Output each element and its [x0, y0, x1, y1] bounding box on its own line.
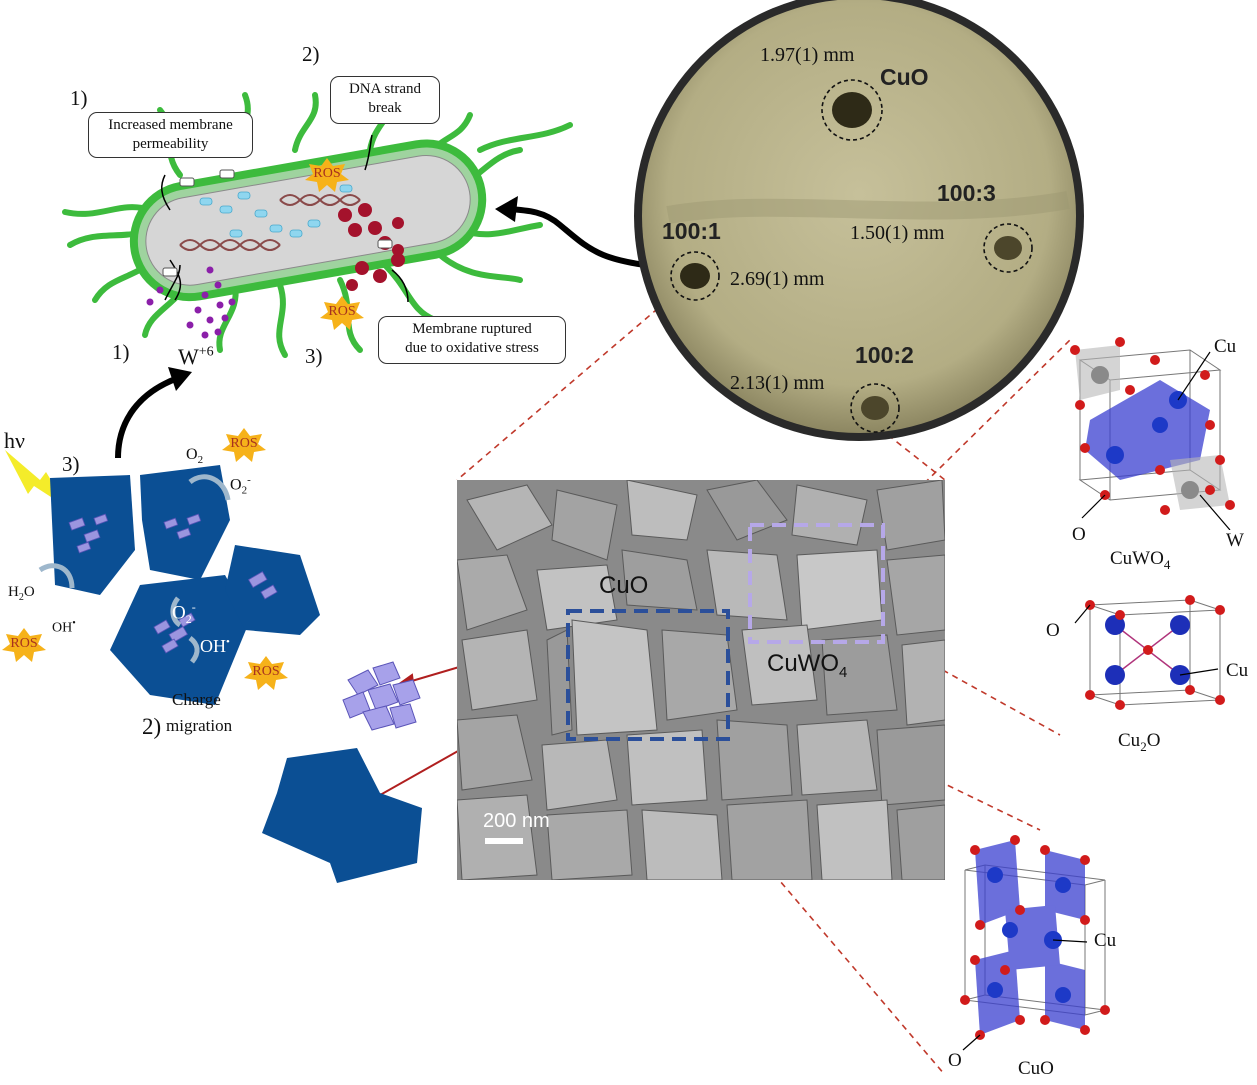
sem-texture	[457, 480, 945, 880]
plate-100-2-label: 100:2	[855, 342, 914, 368]
plate-100-1-label: 100:1	[662, 218, 721, 244]
photo-step-3: 3)	[62, 452, 80, 476]
cu2o-name-b: O	[1146, 730, 1161, 751]
o2-radical-label: O2-	[230, 474, 251, 497]
o2-label: O2	[186, 446, 203, 466]
sem-cuo-label: CuO	[599, 572, 649, 599]
ros-text: ROS	[252, 664, 280, 679]
cuwo4-name-base: CuWO	[1110, 548, 1164, 569]
cuo-crystal-structure	[960, 835, 1110, 1051]
oh-radical-label-inner: OH•	[200, 636, 230, 657]
o2-radical-base: O	[230, 476, 242, 494]
callout-dna-line2: break	[368, 100, 402, 116]
cu2o-crystal-structure	[1074, 595, 1225, 710]
cuwo4-name-sub: 4	[1163, 556, 1171, 572]
hv-label: hν	[4, 428, 25, 453]
callout-membrane-line2: due to oxidative stress	[405, 340, 539, 356]
o2-radical-label-inner: O2-	[172, 600, 196, 627]
plate-cuo-label: CuO	[880, 64, 929, 90]
cuwo4-o-label: O	[1072, 524, 1086, 545]
ros-icon: ROS	[305, 158, 349, 192]
o2-radical-sup: -	[247, 474, 251, 486]
step-label-1-top: 1)	[70, 86, 88, 110]
o2-base: O	[186, 446, 198, 463]
sem-scale-bar-label: 200 nm	[483, 810, 550, 832]
plate-100-3-mm: 1.50(1) mm	[850, 222, 945, 244]
callout-dna-strand-break: DNA strand break	[330, 76, 440, 124]
ros-icon: ROS	[2, 628, 46, 662]
oh-inner-sup: •	[226, 636, 230, 648]
h2o-sub: 2	[18, 592, 24, 603]
ros-text: ROS	[230, 436, 258, 451]
plate-100-3-label: 100:3	[937, 180, 996, 206]
cu2o-cu-label: Cu	[1226, 660, 1249, 681]
migration-label: migration	[166, 716, 233, 735]
cu2o-name-a: Cu	[1118, 730, 1141, 751]
callout-dna-line1: DNA strand	[348, 81, 422, 97]
oh-inner-base: OH	[200, 636, 226, 656]
callout-membrane-line1: Membrane ruptured	[412, 321, 532, 337]
callout-membrane-ruptured: Membrane ruptured due to oxidative stres…	[378, 316, 566, 364]
tungsten-ion-base: W	[178, 344, 199, 369]
oh-base: OH	[52, 620, 73, 636]
cu2o-name-sub: 2	[1140, 738, 1147, 754]
callout-permeability-line1: Increased membrane	[108, 117, 233, 133]
h2o-base: H	[8, 584, 19, 600]
cuwo4-cu-label: Cu	[1214, 336, 1237, 357]
cuwo4-w-label: W	[1226, 530, 1244, 551]
ros-text: ROS	[328, 304, 356, 319]
cu2o-o-label: O	[1046, 620, 1060, 641]
callout-increased-permeability: Increased membrane permeability	[88, 112, 253, 158]
sem-cuwo4-base: CuWO	[767, 650, 839, 677]
o2-radical-inner-sup: -	[191, 600, 196, 614]
o2-sub: 2	[197, 454, 204, 467]
cuo-name: CuO	[1018, 1058, 1054, 1079]
o2-radical-inner-base: O	[172, 602, 186, 624]
sem-micrograph: CuO CuWO4 200 nm	[457, 480, 945, 880]
h2o-label: H2O	[8, 584, 35, 603]
tungsten-ion-charge: +6	[198, 344, 214, 360]
sem-cuwo4-sub: 4	[839, 663, 848, 681]
agar-plate	[634, 0, 1084, 441]
sem-cuwo4-label: CuWO4	[767, 650, 847, 681]
cuwo4-name: CuWO4	[1110, 548, 1170, 573]
photocatalyst-particles	[5, 450, 320, 705]
ros-text: ROS	[313, 166, 341, 181]
ros-icon: ROS	[320, 296, 364, 330]
cu2o-name: Cu2O	[1118, 730, 1160, 755]
oh-sup: •	[72, 618, 76, 629]
o2-radical-sub: 2	[241, 484, 248, 497]
plate-cuo-mm: 1.97(1) mm	[760, 44, 855, 66]
cuwo4-crystal-structure	[1070, 337, 1235, 530]
step-label-1-bottom: 1)	[112, 340, 130, 364]
step-label-3-bottom: 3)	[305, 344, 323, 368]
callout-permeability-line2: permeability	[132, 136, 209, 152]
plate-100-1-mm: 2.69(1) mm	[730, 268, 825, 290]
step-label-2-top: 2)	[302, 42, 320, 66]
cuo-particle	[262, 748, 422, 883]
cuo-o-label: O	[948, 1050, 962, 1071]
oh-radical-label: OH•	[52, 618, 76, 637]
h2o-tail: O	[23, 584, 35, 600]
tungsten-ion-label: W+6	[178, 344, 214, 370]
cuwo4-particle-cluster	[342, 661, 421, 731]
photo-step-2: 2)	[142, 714, 162, 739]
ros-icon: ROS	[222, 428, 266, 462]
cuo-cu-label: Cu	[1094, 930, 1117, 951]
plate-100-2-mm: 2.13(1) mm	[730, 372, 825, 394]
charge-label: Charge	[172, 690, 221, 709]
ros-text: ROS	[10, 636, 38, 651]
o2-radical-inner-sub: 2	[185, 612, 192, 627]
ros-icon: ROS	[244, 656, 288, 690]
